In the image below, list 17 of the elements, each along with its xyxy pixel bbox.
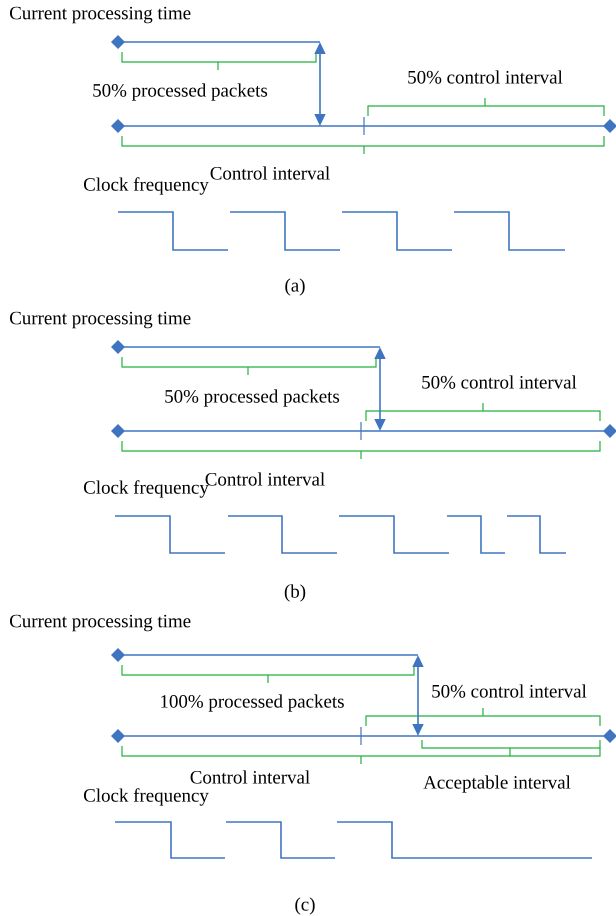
interval-label: Control interval [190,770,310,784]
row-label: Current processing time [10,614,190,632]
interval-label: Control interval [210,166,330,180]
row-label: Current processing time [10,312,190,328]
row-label: Clock frequency [84,788,209,806]
interval-label: Acceptable interval [423,775,570,793]
interval-label: 50% processed packets [165,389,340,407]
row-label: Current processing time [10,6,190,24]
interval-label: 50% processed packets [93,83,268,101]
panel-label: (a) [285,278,305,296]
panel-label: (c) [295,897,315,915]
panel-label: (b) [284,584,306,602]
interval-label: 50% control interval [422,375,576,389]
interval-label: 100% processed packets [161,694,344,712]
interval-label: 50% control interval [432,684,586,698]
interval-label: 50% control interval [408,70,562,84]
row-label: Clock frequency [84,177,209,195]
